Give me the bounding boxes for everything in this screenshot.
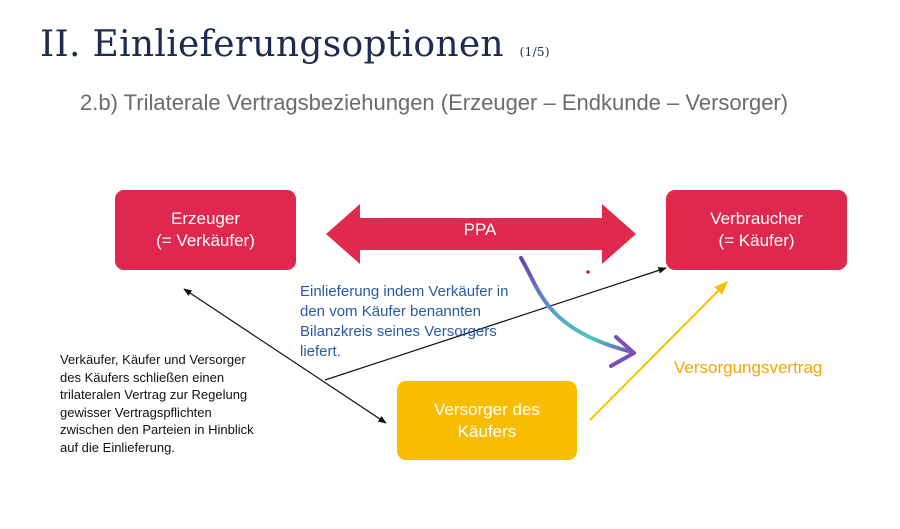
trilateral-line: auf die Einlieferung.: [60, 439, 175, 455]
page-subtitle: 2.b) Trilaterale Vertragsbeziehungen (Er…: [80, 90, 789, 115]
trilateral-line: Verkäufer, Käufer und Versorger: [60, 352, 246, 367]
trilateral-line: gewisser Vertragspflichten: [60, 404, 212, 420]
trilateral-line: trilateralen Vertrag zur Regelung: [60, 387, 248, 402]
verbraucher-line1: Verbraucher: [710, 209, 803, 228]
ppa-label: PPA: [463, 220, 497, 239]
einlieferung-line: Einlieferung indem Verkäufer in: [300, 283, 509, 300]
trilateral-line: des Käufers schließen einen: [60, 369, 225, 385]
trilateral-text: Verkäufer, Käufer und Versorger des Käuf…: [60, 351, 254, 456]
red-dot: [586, 270, 590, 274]
trilateral-line: zwischen den Parteien in Hinblick: [60, 422, 254, 437]
erzeuger-line1: Erzeuger: [171, 209, 240, 228]
erzeuger-box: Erzeuger (= Verkäufer): [115, 190, 296, 270]
einlieferung-curve-arrowhead: [609, 335, 636, 368]
verbraucher-line2: (= Käufer): [718, 231, 795, 250]
erzeuger-versorger-arrow: [183, 288, 387, 424]
versorgungsvertrag-arrow: [589, 281, 728, 421]
einlieferung-line: den vom Käufer benannten: [300, 303, 481, 320]
versorger-line1: Versorger des: [434, 399, 540, 419]
title-text: II. Einlieferungsoptionen: [40, 24, 504, 65]
verbraucher-box: Verbraucher (= Käufer): [666, 190, 847, 270]
einlieferung-curve-arrow: [519, 256, 634, 354]
erzeuger-line2: (= Verkäufer): [156, 231, 255, 250]
ppa-double-arrow: [326, 204, 636, 264]
page-title: II. Einlieferungsoptionen (1/5): [40, 24, 550, 65]
versorger-line2: Käufers: [457, 421, 517, 441]
title-counter: (1/5): [519, 45, 550, 59]
versorgungsvertrag-label: Versorgungsvertrag: [674, 358, 823, 377]
einlieferung-line: Bilanzkreis seines Versorgers: [300, 323, 497, 340]
versorger-box: Versorger des Käufers: [397, 381, 577, 460]
einlieferung-line: liefert.: [300, 343, 341, 360]
einlieferung-text: Einlieferung indem Verkäufer in den vom …: [300, 282, 508, 362]
